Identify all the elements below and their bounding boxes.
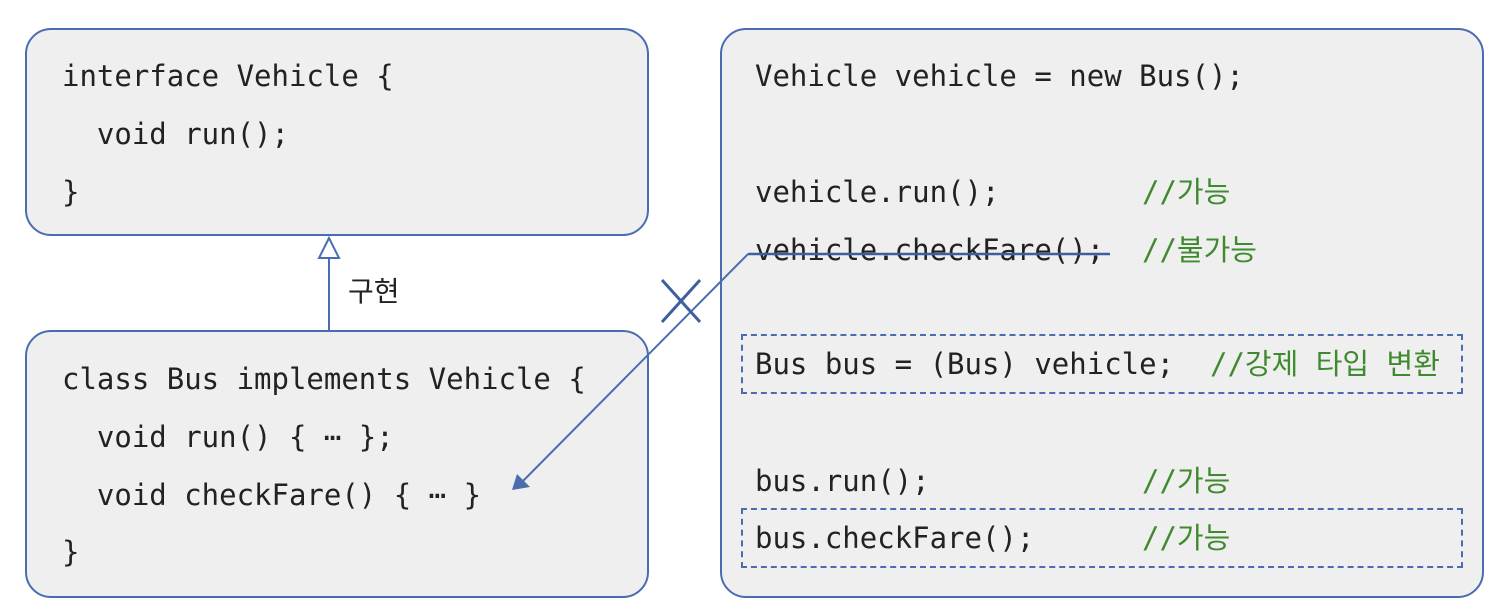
interface-line-3: } [62, 175, 80, 209]
statement-2-code: vehicle.checkFare(); [755, 233, 1105, 267]
call-arrow [512, 253, 749, 490]
statement-2-comment: //불가능 [1142, 233, 1257, 267]
x-mark-icon [660, 278, 702, 324]
statement-5-comment: //가능 [1142, 521, 1231, 555]
usage-box [720, 28, 1484, 598]
cast-highlight-box [741, 334, 1463, 394]
statement-1-code: vehicle.run(); [755, 175, 1000, 209]
interface-line-1: interface Vehicle { [62, 59, 394, 93]
class-line-1: class Bus implements Vehicle { [62, 362, 586, 396]
interface-box [25, 28, 649, 236]
class-line-3: void checkFare() { ⋯ } [62, 478, 482, 512]
interface-line-2: void run(); [62, 117, 289, 151]
class-line-4: } [62, 535, 80, 569]
class-box [25, 330, 649, 598]
statement-1-comment: //가능 [1142, 175, 1231, 209]
implements-label: 구현 [348, 275, 400, 308]
statement-3-code: Bus bus = (Bus) vehicle; [755, 347, 1175, 381]
statement-4-code: bus.run(); [755, 464, 930, 498]
statement-5-code: bus.checkFare(); [755, 521, 1035, 555]
declaration-line: Vehicle vehicle = new Bus(); [755, 59, 1244, 93]
hollow-triangle-arrowhead-icon [317, 235, 341, 259]
statement-3-comment: //강제 타입 변환 [1210, 347, 1440, 381]
statement-4-comment: //가능 [1142, 464, 1231, 498]
class-line-2: void run() { ⋯ }; [62, 420, 394, 454]
bus-checkfare-highlight-box [741, 508, 1463, 568]
